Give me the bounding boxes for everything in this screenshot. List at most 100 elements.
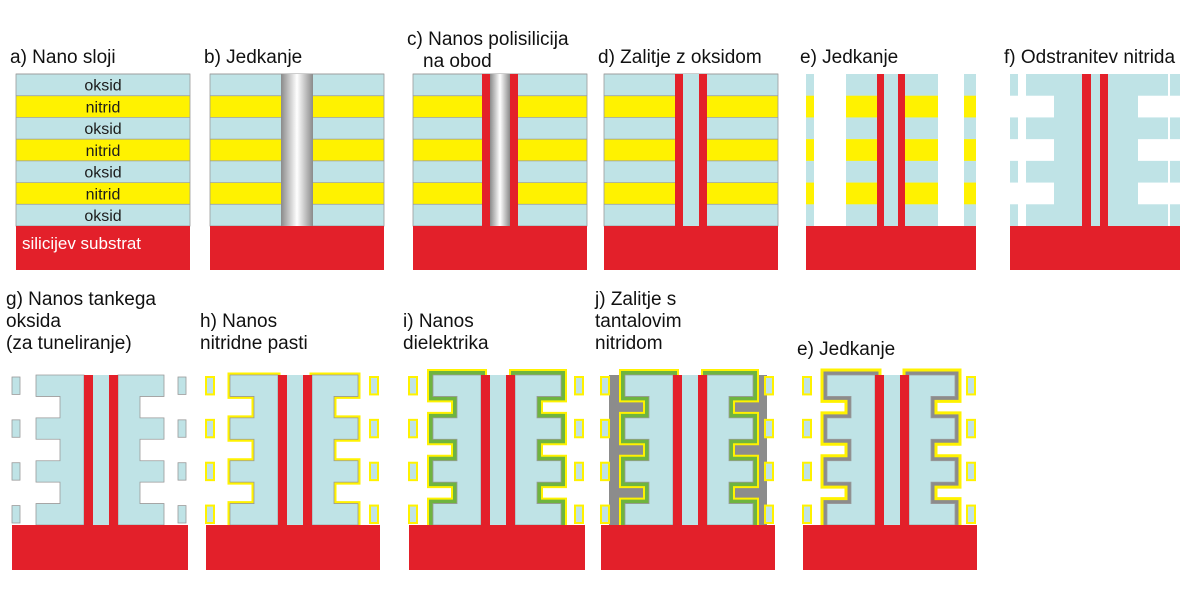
oxide-layer (16, 160, 190, 183)
oxide-fill (93, 375, 109, 525)
oxide-stub (177, 505, 187, 524)
panel-title-line: i) Nanos (403, 311, 474, 332)
oxide-layer (806, 117, 814, 140)
panel-d: d) Zalitje z oksidom (598, 47, 779, 270)
nitride-layer (16, 139, 190, 162)
oxide-fill (683, 74, 699, 226)
polysilicon-channel (1100, 74, 1108, 226)
oxide-stub (966, 461, 976, 482)
oxide-stub (802, 461, 812, 482)
oxide-fill (287, 375, 303, 525)
oxide-spine (1054, 74, 1082, 226)
oxide-stub (802, 418, 812, 439)
oxide-rung (1138, 204, 1168, 226)
polysilicon-channel (1082, 74, 1091, 226)
oxide-stub (205, 376, 215, 396)
layer-label: oksid (84, 121, 121, 138)
oxide-rung (827, 503, 851, 525)
oxide-rung (1138, 160, 1168, 183)
oxide-rung (334, 460, 358, 483)
oxide-rung (729, 460, 753, 483)
oxide-rung (230, 417, 254, 440)
nitride-layer (806, 95, 814, 118)
panel-title-line: e) Jedkanje (797, 339, 895, 360)
oxide-stub (369, 461, 379, 482)
oxide-stub (1170, 117, 1180, 140)
oxide-layer (900, 74, 938, 97)
oxide-spine (1108, 74, 1138, 226)
oxide-rung (931, 375, 955, 397)
polysilicon-channel (875, 375, 884, 525)
panel-title-line: (za tuneliranje) (6, 333, 132, 354)
panel-title-line: g) Nanos tankega (6, 289, 156, 310)
oxide-rung (334, 503, 358, 525)
panel-e2: e) Jedkanje (797, 339, 977, 570)
lined-hole (490, 74, 510, 226)
panel-title-line: b) Jedkanje (204, 47, 302, 68)
oxide-stub (802, 376, 812, 396)
oxide-rung (625, 460, 649, 483)
layer-label: oksid (84, 165, 121, 182)
oxide-layer (846, 74, 884, 97)
nitride-layer (900, 95, 938, 118)
oxide-stub (177, 462, 187, 481)
oxide-rung (433, 375, 457, 397)
oxide-rung (537, 503, 561, 525)
oxide-stub (574, 504, 584, 525)
oxide-spine (851, 375, 875, 525)
oxide-rung (140, 503, 164, 525)
oxide-spine (254, 375, 278, 525)
oxide-stub (408, 418, 418, 439)
oxide-stub (966, 376, 976, 396)
silicon-substrate (413, 226, 587, 270)
oxide-stub (966, 418, 976, 439)
oxide-rung (36, 503, 60, 525)
oxide-rung (230, 460, 254, 483)
silicon-substrate (806, 226, 976, 270)
oxide-rung (1026, 117, 1054, 140)
oxide-stub (369, 504, 379, 525)
oxide-spine (515, 375, 537, 525)
oxide-stub (764, 461, 774, 482)
panel-title-line: nitridom (595, 333, 663, 354)
oxide-rung (1138, 117, 1168, 140)
etched-hole (281, 74, 313, 226)
nitride-layer (846, 95, 884, 118)
oxide-stub (408, 461, 418, 482)
oxide-stub (764, 418, 774, 439)
oxide-spine (312, 375, 334, 525)
oxide-spine (909, 375, 931, 525)
silicon-substrate (210, 226, 384, 270)
oxide-fill (490, 375, 506, 525)
oxide-stub (1170, 160, 1180, 183)
oxide-layer (964, 204, 976, 227)
panel-e1: e) Jedkanje (800, 47, 976, 270)
layer-label: nitrid (86, 186, 121, 203)
oxide-layer (900, 160, 938, 183)
polysilicon-channel (898, 74, 905, 226)
silicon-substrate (803, 525, 977, 570)
oxide-rung (1026, 160, 1054, 183)
oxide-layer (964, 160, 976, 183)
oxide-stub (205, 418, 215, 439)
silicon-substrate (206, 525, 380, 570)
oxide-layer (900, 117, 938, 140)
panel-title-line: d) Zalitje z oksidom (598, 47, 762, 68)
polysilicon-channel (900, 375, 909, 525)
silicon-substrate (409, 525, 585, 570)
nitride-layer (846, 182, 884, 205)
oxide-rung (433, 460, 457, 483)
oxide-stub (205, 504, 215, 525)
oxide-rung (827, 460, 851, 483)
oxide-stub (177, 376, 187, 395)
oxide-fill (682, 375, 698, 525)
oxide-rung (140, 417, 164, 440)
oxide-rung (625, 503, 649, 525)
panel-title-line: f) Odstranitev nitrida (1004, 47, 1175, 68)
nitride-layer (964, 95, 976, 118)
oxide-stub (369, 418, 379, 439)
oxide-stub (600, 418, 610, 439)
